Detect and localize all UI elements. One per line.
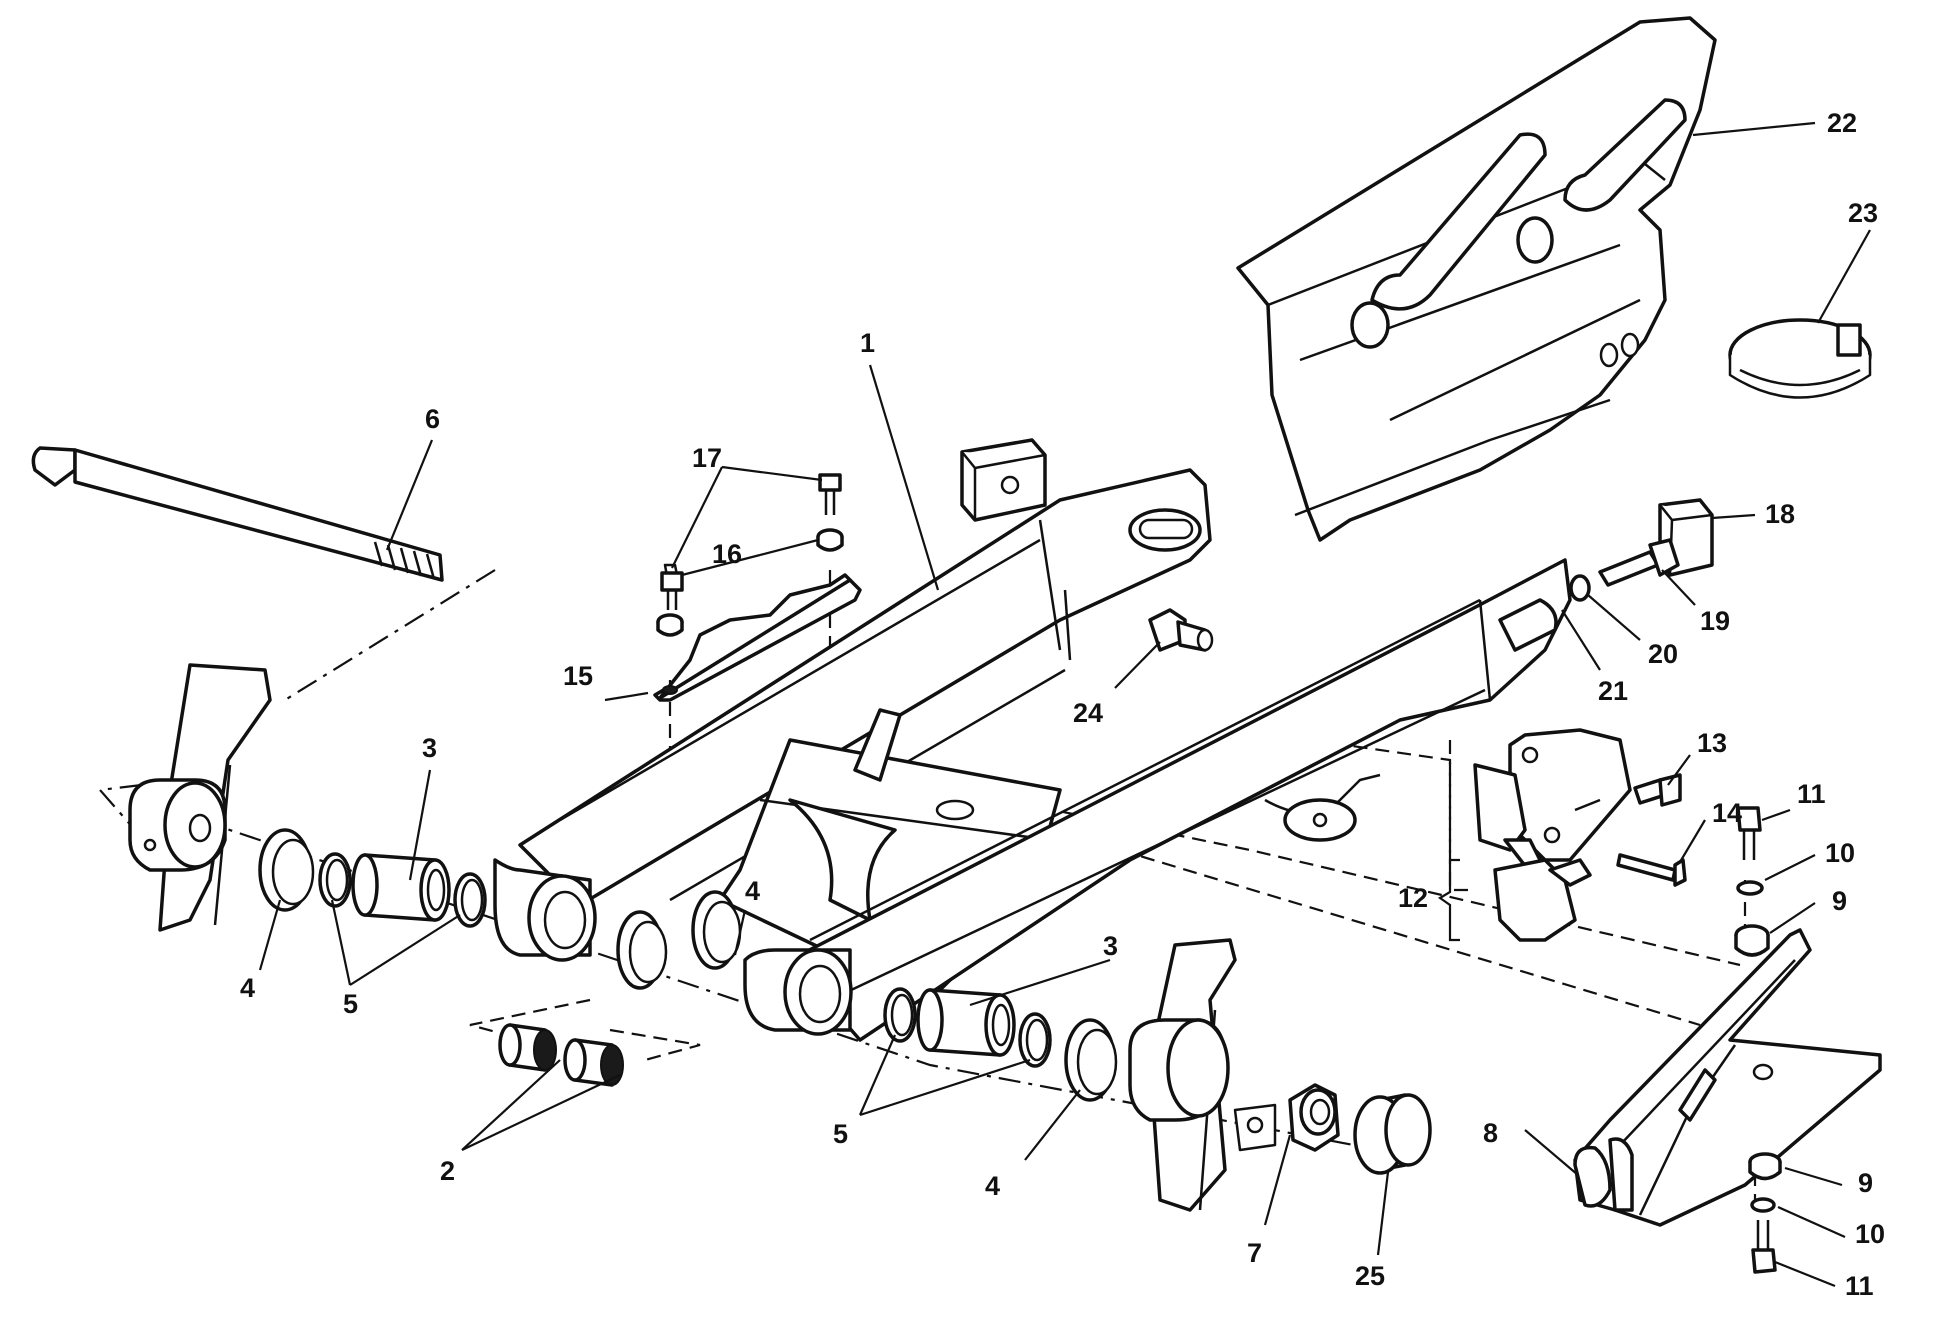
frame-section-left bbox=[128, 663, 272, 932]
guard-plate-15 bbox=[653, 573, 862, 702]
callout-9-lower: 9 bbox=[1858, 1168, 1873, 1198]
callout-10-lower: 10 bbox=[1855, 1219, 1885, 1249]
seal-5-d bbox=[1018, 1012, 1052, 1068]
callout-11-lower: 11 bbox=[1845, 1271, 1874, 1301]
callout-9-upper: 9 bbox=[1832, 886, 1847, 916]
callout-6: 6 bbox=[425, 404, 440, 434]
chain-slider-8 bbox=[1573, 928, 1882, 1227]
callout-15: 15 bbox=[563, 661, 593, 691]
callout-22: 22 bbox=[1827, 108, 1857, 138]
washer-20 bbox=[1569, 574, 1591, 602]
callout-5-left: 5 bbox=[343, 989, 358, 1019]
bearing-4-left bbox=[258, 828, 315, 912]
hose-clamp bbox=[1728, 318, 1872, 399]
washer-10-upper bbox=[1736, 880, 1764, 896]
callout-21: 21 bbox=[1598, 676, 1628, 706]
bolt-13 bbox=[1633, 773, 1682, 807]
swingarm bbox=[493, 468, 1572, 1042]
callout-5-right: 5 bbox=[833, 1119, 848, 1149]
callout-18: 18 bbox=[1765, 499, 1795, 529]
washer-16-left bbox=[656, 613, 684, 637]
seal-5-c bbox=[883, 987, 917, 1043]
callout-16: 16 bbox=[712, 539, 742, 569]
needle-bearing-b bbox=[563, 1038, 624, 1087]
bushing-9-lower bbox=[1748, 1152, 1782, 1181]
leader-lines bbox=[258, 121, 1871, 1288]
bearing-4-center-a bbox=[616, 910, 668, 990]
spacer-3-right bbox=[916, 988, 1016, 1057]
bushing-9-upper bbox=[1734, 924, 1770, 957]
needle-bearing-a bbox=[498, 1023, 557, 1072]
callout-8: 8 bbox=[1483, 1118, 1498, 1148]
spacer-block bbox=[960, 438, 1047, 522]
screw-11-upper bbox=[1736, 806, 1762, 860]
callout-23: 23 bbox=[1848, 198, 1878, 228]
callout-4-center: 4 bbox=[745, 876, 760, 906]
callout-1: 1 bbox=[860, 328, 875, 358]
pivot-tube-right bbox=[743, 948, 853, 1036]
callout-19: 19 bbox=[1700, 606, 1730, 636]
callout-25: 25 bbox=[1355, 1261, 1385, 1291]
callout-13: 13 bbox=[1697, 728, 1727, 758]
seal-5-a bbox=[318, 852, 352, 908]
callout-labels: 1 2 3 3 4 4 4 5 5 6 7 8 9 9 10 10 11 11 … bbox=[240, 108, 1885, 1301]
screw-11-lower bbox=[1751, 1220, 1777, 1274]
seal-5-b bbox=[453, 872, 487, 928]
callout-10-upper: 10 bbox=[1825, 838, 1855, 868]
callout-4-left: 4 bbox=[240, 973, 255, 1003]
pivot-tube-left bbox=[493, 858, 597, 962]
bolt-14 bbox=[1616, 853, 1687, 887]
washer-16-right bbox=[816, 528, 844, 552]
washer-10-lower bbox=[1750, 1197, 1776, 1213]
screw-17-left bbox=[660, 563, 684, 610]
bearing-4-right bbox=[1064, 1018, 1118, 1102]
caliper-bracket-12 bbox=[1473, 728, 1632, 942]
callout-14: 14 bbox=[1712, 798, 1742, 828]
callout-11-upper: 11 bbox=[1797, 779, 1826, 809]
callout-3-right: 3 bbox=[1103, 931, 1118, 961]
callout-20: 20 bbox=[1648, 639, 1678, 669]
callout-2: 2 bbox=[440, 1156, 455, 1186]
nut-7 bbox=[1288, 1083, 1340, 1152]
chain-guard bbox=[1236, 16, 1717, 542]
callout-24: 24 bbox=[1073, 698, 1103, 728]
frame-section-right bbox=[1128, 938, 1277, 1212]
callout-3-left: 3 bbox=[422, 733, 437, 763]
callout-17: 17 bbox=[692, 443, 722, 473]
callout-7: 7 bbox=[1247, 1238, 1262, 1268]
cap-25 bbox=[1353, 1093, 1432, 1175]
callout-12: 12 bbox=[1398, 883, 1428, 913]
spacer-3-left bbox=[351, 853, 451, 922]
bracket-12 bbox=[1437, 858, 1460, 942]
screw-17-right bbox=[818, 473, 842, 515]
adjuster-bolt-19 bbox=[1598, 538, 1680, 587]
pivot-shaft bbox=[31, 446, 444, 582]
callout-4-right: 4 bbox=[985, 1171, 1000, 1201]
